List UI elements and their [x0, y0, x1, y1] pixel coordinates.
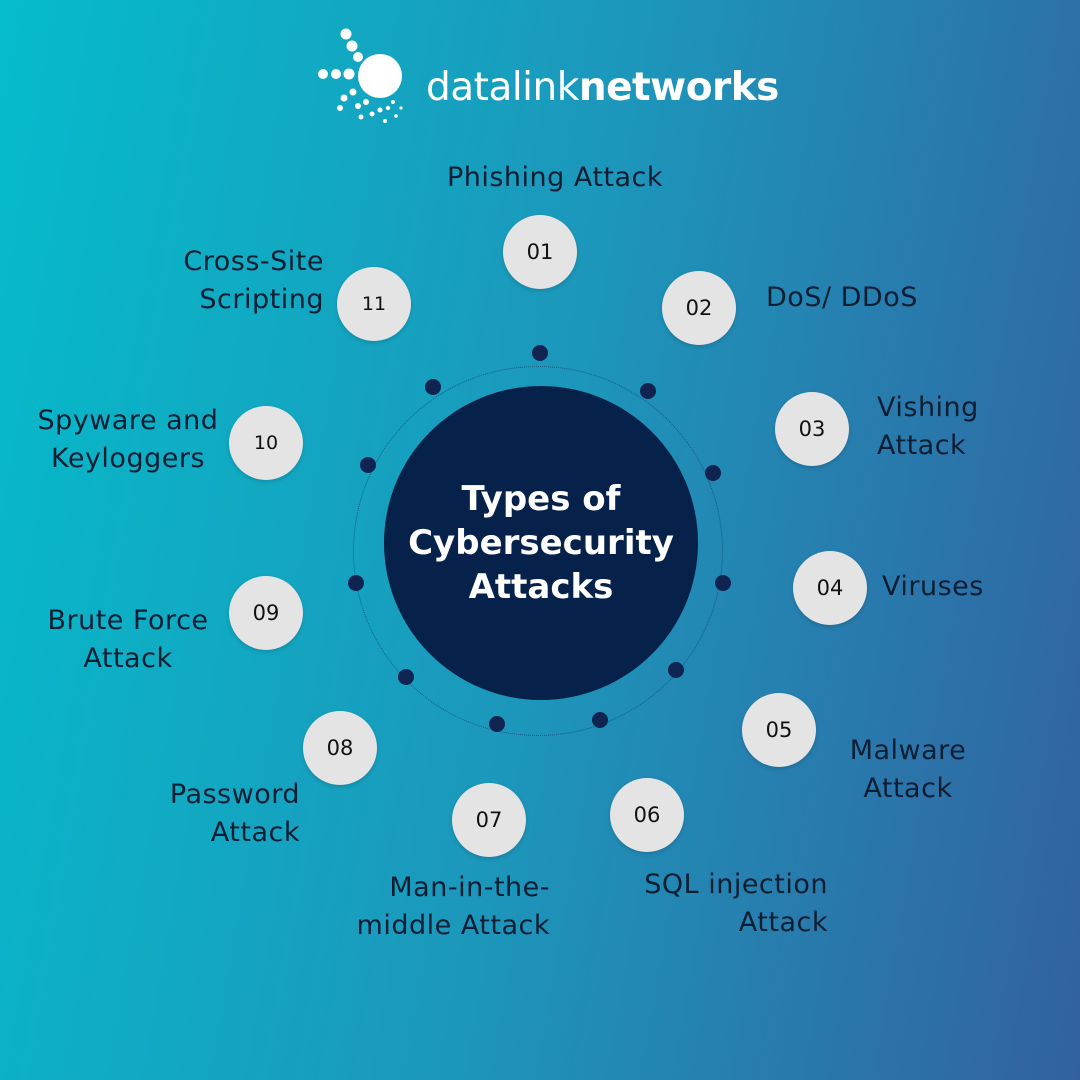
attack-number-badge: 08	[303, 711, 377, 785]
brand-wordmark: datalinknetworks	[426, 64, 779, 112]
ring-dot	[592, 712, 608, 728]
ring-dot	[425, 379, 441, 395]
attack-number-badge: 01	[503, 215, 577, 289]
attack-label: Malware Attack	[849, 735, 967, 804]
attack-number-badge: 04	[793, 551, 867, 625]
attack-number-badge: 10	[229, 406, 303, 480]
attack-label: Vishing Attack	[877, 392, 979, 461]
ring-dot	[398, 669, 414, 685]
brand-name-light: datalink	[426, 65, 579, 110]
attack-label: Brute Force Attack	[47, 605, 209, 674]
ring-dot	[348, 575, 364, 591]
dot-burst-logo-icon	[318, 28, 403, 123]
attack-number-badge: 03	[775, 392, 849, 466]
ring-dot	[640, 383, 656, 399]
attack-number-badge: 09	[229, 576, 303, 650]
attack-label: Spyware and Keyloggers	[37, 405, 219, 474]
attack-label: Password Attack	[169, 779, 300, 848]
attack-number-badge: 07	[452, 783, 526, 857]
attack-label: Man-in-the- middle Attack	[356, 872, 550, 941]
center-hub: Types of Cybersecurity Attacks	[384, 386, 698, 700]
attack-label: Cross-Site Scripting	[183, 246, 324, 315]
ring-dot	[489, 716, 505, 732]
brand-name-bold: networks	[578, 65, 780, 110]
dotted-orbit-ring	[353, 366, 723, 736]
center-title: Types of Cybersecurity Attacks	[408, 479, 674, 607]
attack-label: Phishing Attack	[446, 162, 664, 193]
brand-logo: datalinknetworks	[314, 26, 779, 130]
ring-dot	[715, 575, 731, 591]
ring-dot	[705, 465, 721, 481]
attack-number-badge: 06	[610, 778, 684, 852]
attack-number-badge: 11	[337, 267, 411, 341]
attack-label: Viruses	[882, 571, 984, 602]
attack-label: SQL injection Attack	[644, 869, 828, 938]
ring-dot	[532, 345, 548, 361]
attack-number-badge: 02	[662, 271, 736, 345]
attack-label: DoS/ DDoS	[766, 282, 918, 313]
ring-dot	[668, 662, 684, 678]
ring-dot	[360, 457, 376, 473]
attack-number-badge: 05	[742, 693, 816, 767]
